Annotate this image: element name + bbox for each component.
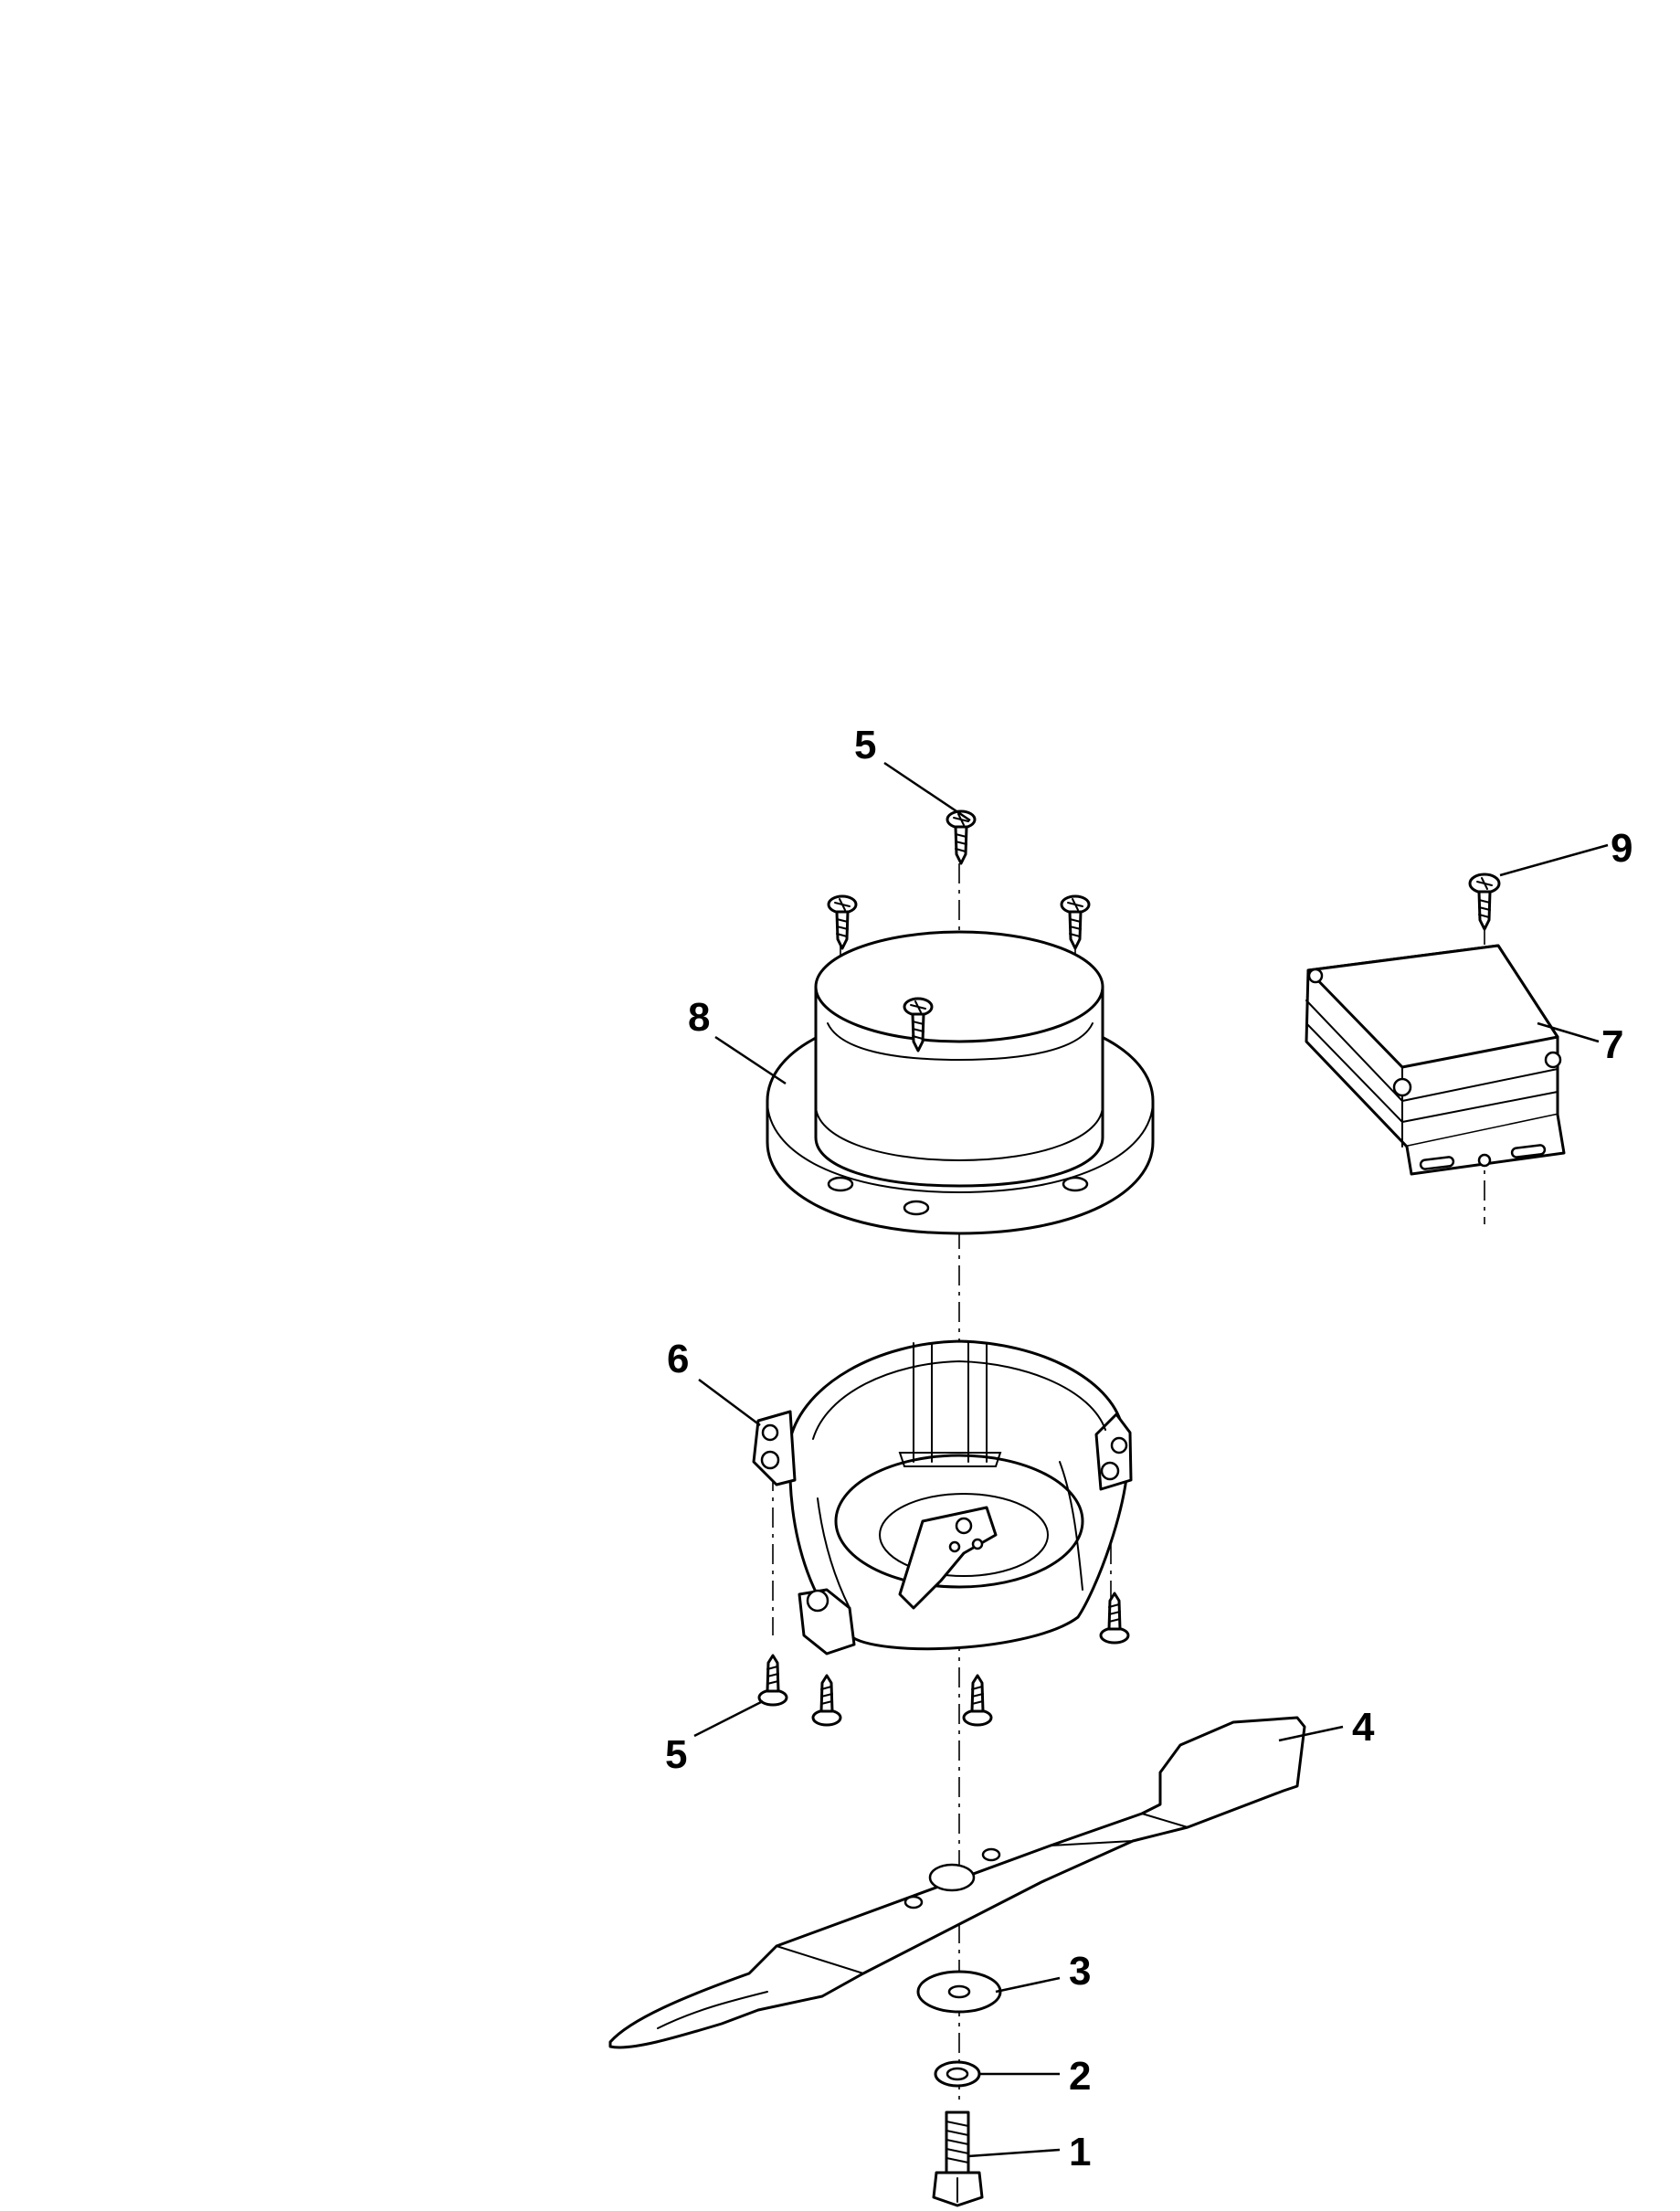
callout-7: 8 (688, 995, 710, 1040)
screw-icon (1468, 873, 1501, 931)
screw-icon (903, 997, 934, 1053)
cover-screws (827, 809, 1091, 1053)
callout-5-top: 5 (854, 723, 876, 767)
callout-6: 6 (667, 1337, 689, 1381)
blade-bolt-part-1 (932, 2110, 984, 2207)
callout-9: 9 (1611, 826, 1632, 871)
callout-3: 3 (1069, 1949, 1091, 1994)
motor-housing-part-6 (752, 1339, 1133, 1656)
callout-8: 7 (1601, 1022, 1623, 1067)
lock-washer-part-2 (934, 2060, 981, 2088)
motor-cover-part-7 (766, 930, 1155, 1235)
callout-1: 1 (1069, 2130, 1091, 2174)
screw-icon (1099, 1592, 1130, 1645)
blade-part-4 (608, 1716, 1306, 2049)
screw-icon (827, 894, 858, 950)
callout-4: 4 (1352, 1705, 1375, 1750)
callout-2: 2 (1069, 2054, 1091, 2099)
leader-lines (693, 761, 1609, 2158)
screw-icon (1060, 894, 1091, 950)
screw-icon (811, 1674, 842, 1727)
washer-part-3 (916, 1970, 1002, 2014)
callout-labels: 5 9 8 7 6 5 4 3 2 1 (665, 723, 1632, 2174)
screw-icon (962, 1674, 993, 1727)
callout-5-bottom: 5 (665, 1732, 687, 1777)
housing-screws (757, 1592, 1130, 1727)
control-box-part-8 (1305, 944, 1566, 1176)
screw-icon (757, 1654, 788, 1707)
screw-icon (946, 809, 977, 865)
